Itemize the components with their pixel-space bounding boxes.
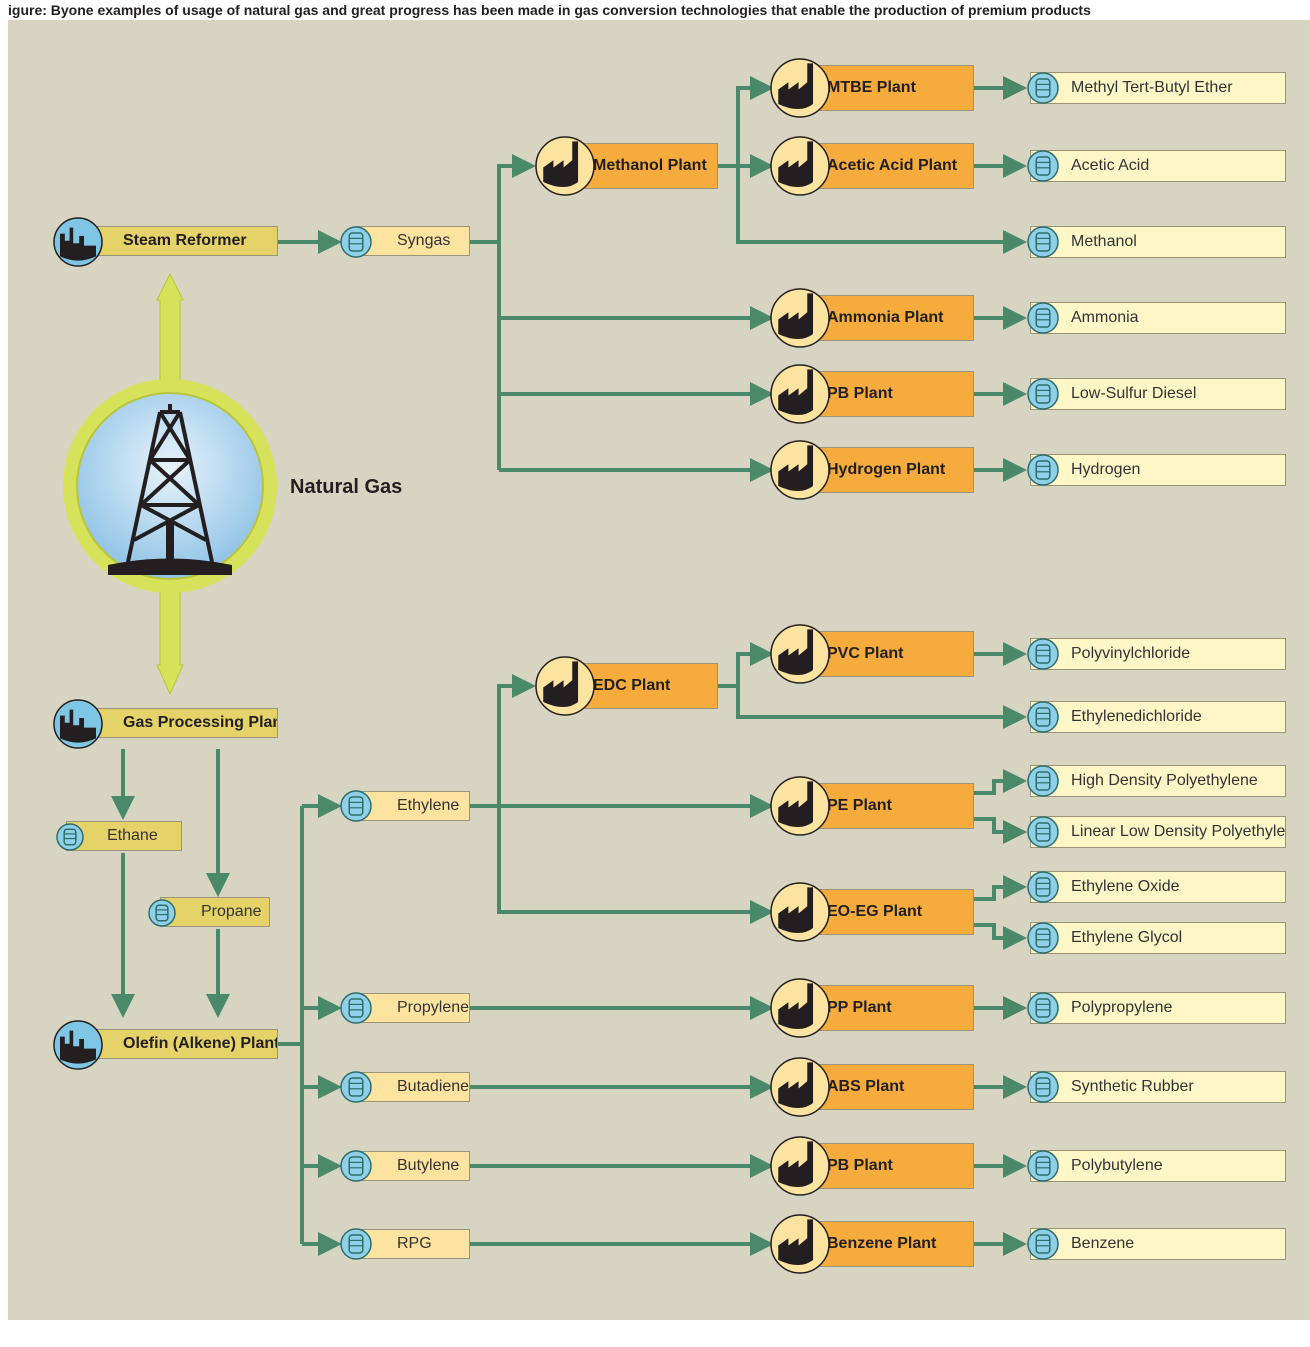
product-lldpe: Linear Low Density Polyethylene bbox=[1030, 816, 1286, 848]
connector-lines bbox=[111, 76, 1027, 1256]
product-ethylene-glycol: Ethylene Glycol bbox=[1030, 922, 1286, 954]
butylene-node: Butylene bbox=[356, 1151, 470, 1181]
hydrogen-plant-node: Hydrogen Plant bbox=[792, 447, 974, 493]
product-acetic-acid: Acetic Acid bbox=[1030, 150, 1286, 182]
olefin-plant-node: Olefin (Alkene) Plant bbox=[76, 1029, 278, 1059]
arrow-down-to-gas-processing bbox=[156, 591, 184, 696]
gas-processing-plant-node: Gas Processing Plant bbox=[76, 708, 278, 738]
methanol-plant-node: Methanol Plant bbox=[554, 143, 718, 189]
pe-plant-node: PE Plant bbox=[792, 783, 974, 829]
pb-plant-node-2: PB Plant bbox=[792, 1143, 974, 1189]
ethylene-node: Ethylene bbox=[356, 791, 470, 821]
product-ethylenedichloride: Ethylenedichloride bbox=[1030, 701, 1286, 733]
propane-node: Propane bbox=[160, 897, 270, 927]
product-hydrogen: Hydrogen bbox=[1030, 454, 1286, 486]
steam-reformer-node: Steam Reformer bbox=[76, 226, 278, 256]
edc-plant-node: EDC Plant bbox=[554, 663, 718, 709]
benzene-plant-node: Benzene Plant bbox=[792, 1221, 974, 1267]
product-polyvinylchloride: Polyvinylchloride bbox=[1030, 638, 1286, 670]
product-synthetic-rubber: Synthetic Rubber bbox=[1030, 1071, 1286, 1103]
product-polybutylene: Polybutylene bbox=[1030, 1150, 1286, 1182]
mtbe-plant-node: MTBE Plant bbox=[792, 65, 974, 111]
product-ethylene-oxide: Ethylene Oxide bbox=[1030, 871, 1286, 903]
syngas-node: Syngas bbox=[356, 226, 470, 256]
ammonia-plant-node: Ammonia Plant bbox=[792, 295, 974, 341]
ethane-node: Ethane bbox=[66, 821, 182, 851]
acetic-acid-plant-node: Acetic Acid Plant bbox=[792, 143, 974, 189]
figure-caption: igure: Byone examples of usage of natura… bbox=[8, 2, 1091, 18]
product-benzene: Benzene bbox=[1030, 1228, 1286, 1260]
abs-plant-node: ABS Plant bbox=[792, 1064, 974, 1110]
product-low-sulfur-diesel: Low-Sulfur Diesel bbox=[1030, 378, 1286, 410]
propylene-node: Propylene bbox=[356, 993, 470, 1023]
pb-plant-node-1: PB Plant bbox=[792, 371, 974, 417]
butadiene-node: Butadiene bbox=[356, 1072, 470, 1102]
arrow-up-to-steam-reformer bbox=[156, 272, 184, 381]
product-polypropylene: Polypropylene bbox=[1030, 992, 1286, 1024]
natural-gas-label: Natural Gas bbox=[290, 476, 403, 498]
pp-plant-node: PP Plant bbox=[792, 985, 974, 1031]
rpg-node: RPG bbox=[356, 1229, 470, 1259]
product-methanol: Methanol bbox=[1030, 226, 1286, 258]
pvc-plant-node: PVC Plant bbox=[792, 631, 974, 677]
big-arrows bbox=[156, 272, 184, 696]
product-hdpe: High Density Polyethylene bbox=[1030, 765, 1286, 797]
oil-derrick-icon bbox=[126, 404, 214, 563]
eo-eg-plant-node: EO-EG Plant bbox=[792, 889, 974, 935]
product-ammonia: Ammonia bbox=[1030, 302, 1286, 334]
natural-gas-icon bbox=[63, 379, 277, 593]
product-mtbe: Methyl Tert-Butyl Ether bbox=[1030, 72, 1286, 104]
